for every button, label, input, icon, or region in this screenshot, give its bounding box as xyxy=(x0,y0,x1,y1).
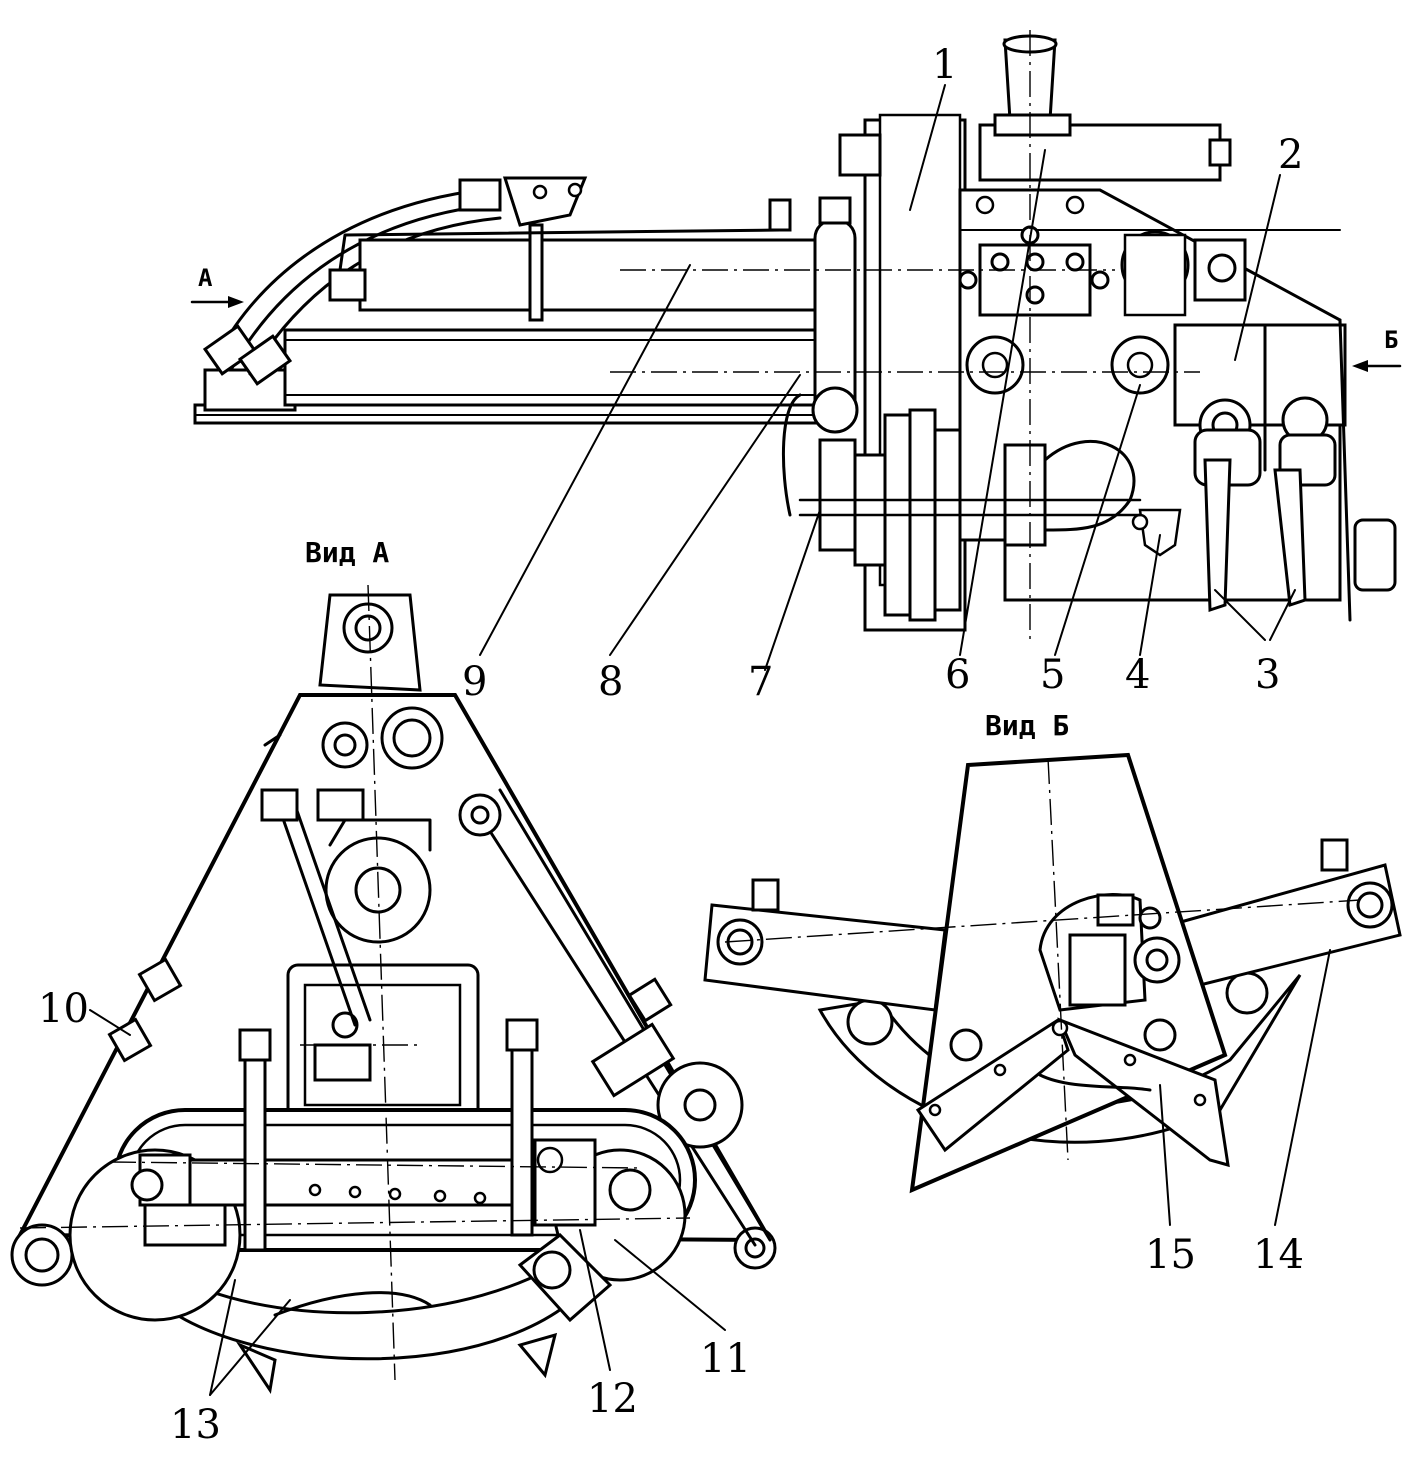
callout-5: 5 xyxy=(1040,652,1065,698)
callout-8: 8 xyxy=(598,659,623,705)
leader-lines xyxy=(89,84,1331,1396)
callout-3: 3 xyxy=(1255,652,1280,698)
view-b-title: Вид Б xyxy=(985,709,1069,742)
view-a-drawing xyxy=(10,584,777,1394)
callout-numbers: 1 2 3 4 5 6 7 8 9 10 11 12 13 14 15 xyxy=(38,42,1304,1448)
callout-9: 9 xyxy=(462,659,487,705)
view-arrow-b: Б xyxy=(1352,326,1402,372)
callout-10: 10 xyxy=(38,986,89,1032)
callout-6: 6 xyxy=(945,652,970,698)
callout-12: 12 xyxy=(587,1376,638,1422)
callout-11: 11 xyxy=(700,1336,751,1382)
view-arrow-a: А xyxy=(190,264,244,308)
callout-2: 2 xyxy=(1278,132,1303,178)
view-a-title: Вид А xyxy=(305,536,389,569)
view-b-drawing xyxy=(703,752,1402,1194)
callout-1: 1 xyxy=(932,42,957,88)
callout-7: 7 xyxy=(748,659,773,705)
callout-15: 15 xyxy=(1145,1232,1196,1278)
callout-14: 14 xyxy=(1253,1232,1304,1278)
view-arrow-a-label: А xyxy=(198,264,213,292)
callout-13: 13 xyxy=(170,1402,221,1448)
callout-4: 4 xyxy=(1125,652,1150,698)
main-side-view xyxy=(193,30,1397,640)
view-arrow-b-label: Б xyxy=(1384,326,1398,354)
